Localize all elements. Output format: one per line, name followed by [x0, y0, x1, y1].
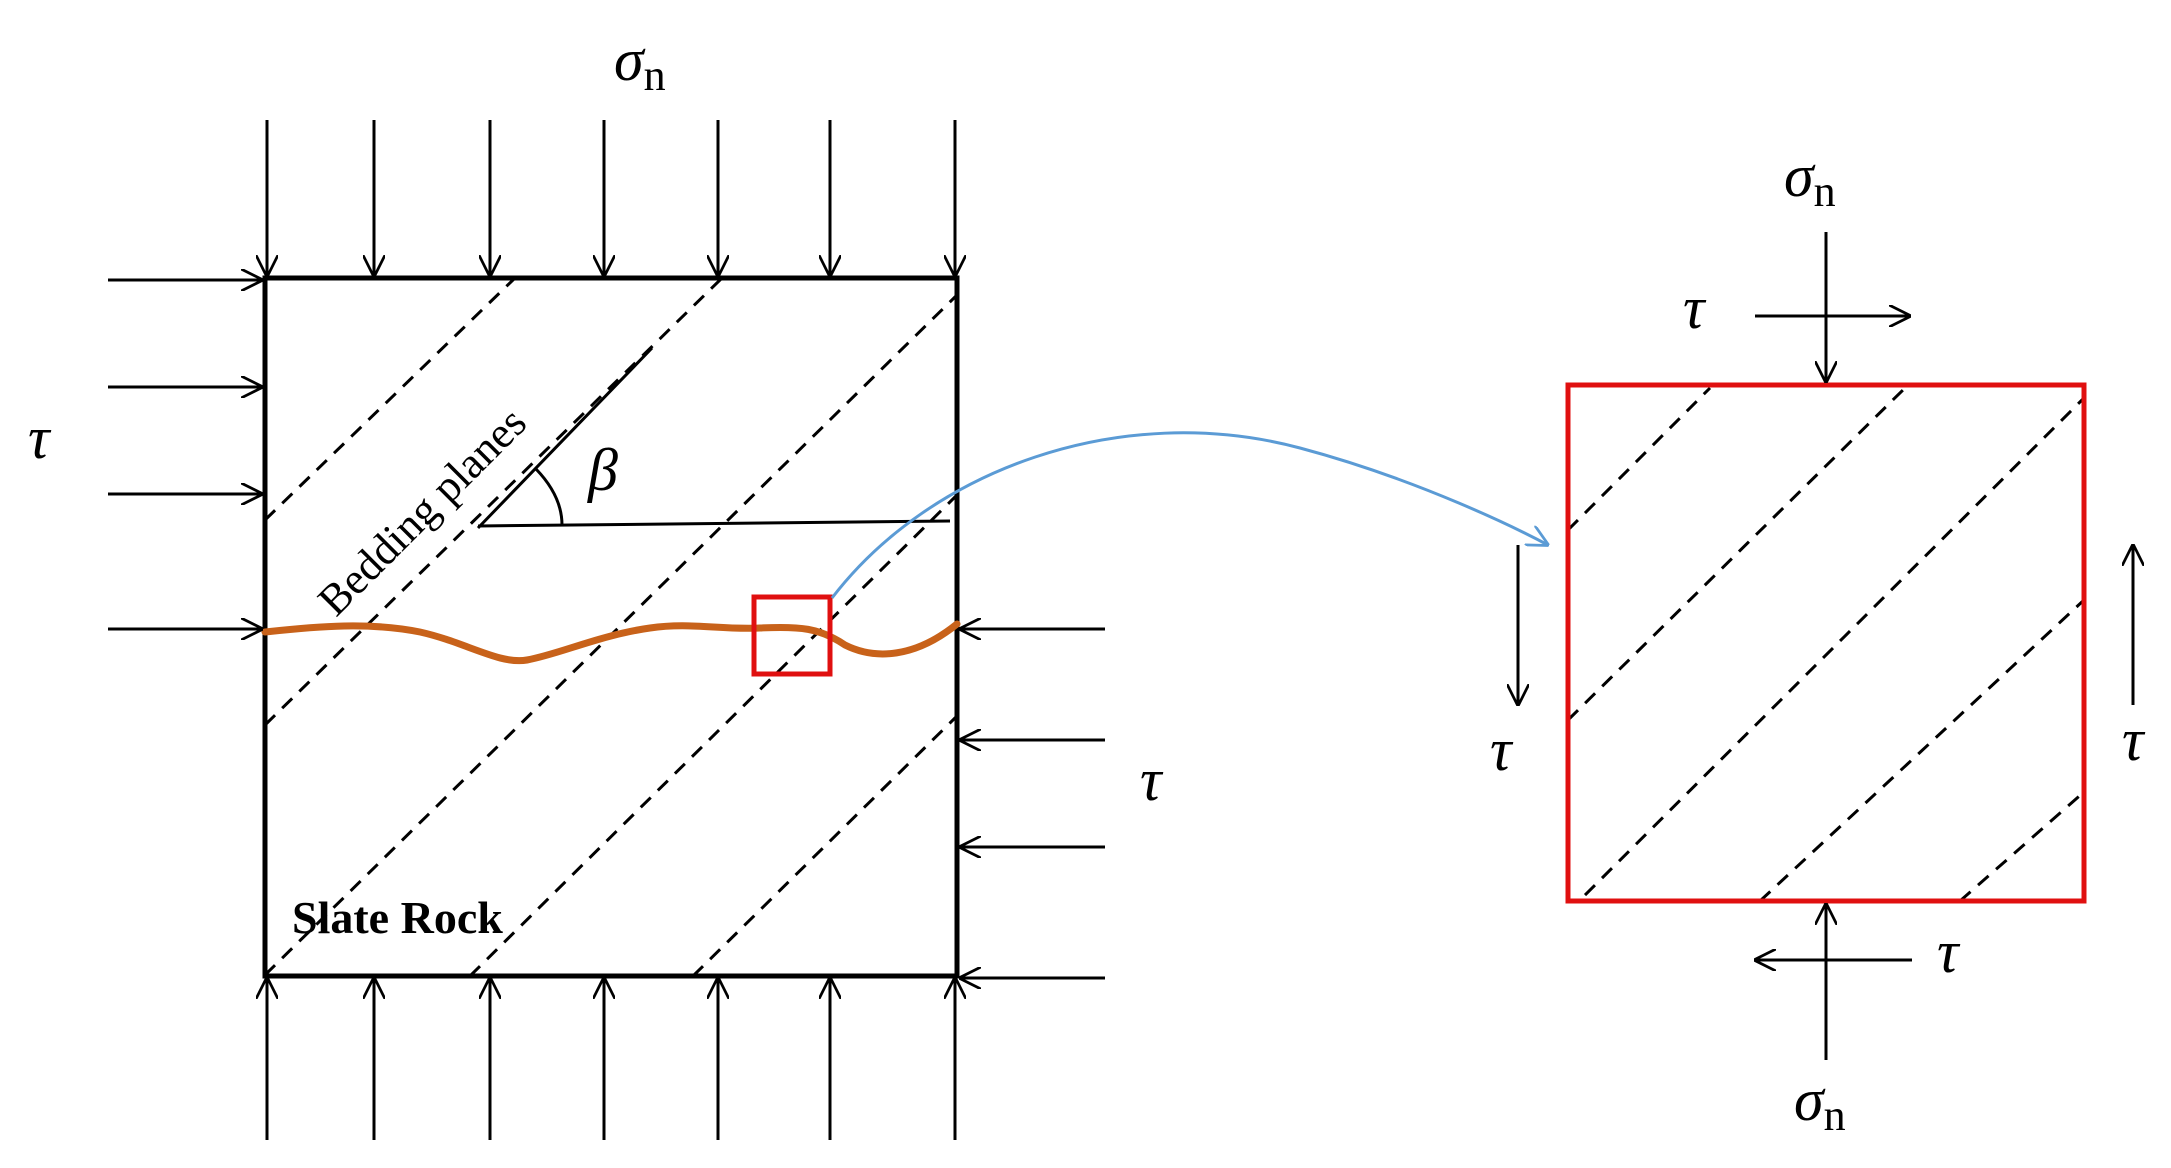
element-right-tau-label: τ: [2122, 707, 2146, 773]
top-normal-stress-arrows: [267, 120, 955, 276]
element-bedding-lines: [1568, 386, 2084, 901]
zoom-transfer-arrow: [830, 431, 1548, 599]
bedding-reference-line: [476, 346, 654, 530]
shear-fracture-line: [261, 620, 961, 665]
top-sigma-label: σn: [614, 27, 666, 100]
stress-element: [1565, 382, 2087, 904]
element-bottom-sigma-label: σn: [1794, 1067, 1846, 1140]
element-top-tau-label: τ: [1683, 275, 1707, 341]
element-top-sigma-label: σn: [1784, 143, 1836, 216]
element-bottom-tau-label: τ: [1937, 919, 1961, 985]
slate-rock-label: Slate Rock: [292, 892, 503, 943]
horizontal-reference-line: [477, 519, 951, 528]
right-tau-label: τ: [1140, 747, 1164, 813]
left-shear-arrows: [108, 280, 262, 629]
element-left-tau-label: τ: [1490, 717, 1514, 783]
element-highlight-box: [751, 594, 833, 677]
beta-symbol: β: [587, 437, 618, 503]
right-shear-arrows: [960, 629, 1105, 978]
bottom-normal-stress-arrows: [267, 978, 955, 1140]
left-tau-label: τ: [28, 405, 52, 471]
bedding-planes-label: Bedding planes: [308, 398, 535, 625]
slate-rock-specimen: β Bedding planes Slate Rock: [261, 275, 961, 979]
element-outline: [1565, 382, 2087, 904]
beta-angle-arc: [534, 467, 564, 526]
